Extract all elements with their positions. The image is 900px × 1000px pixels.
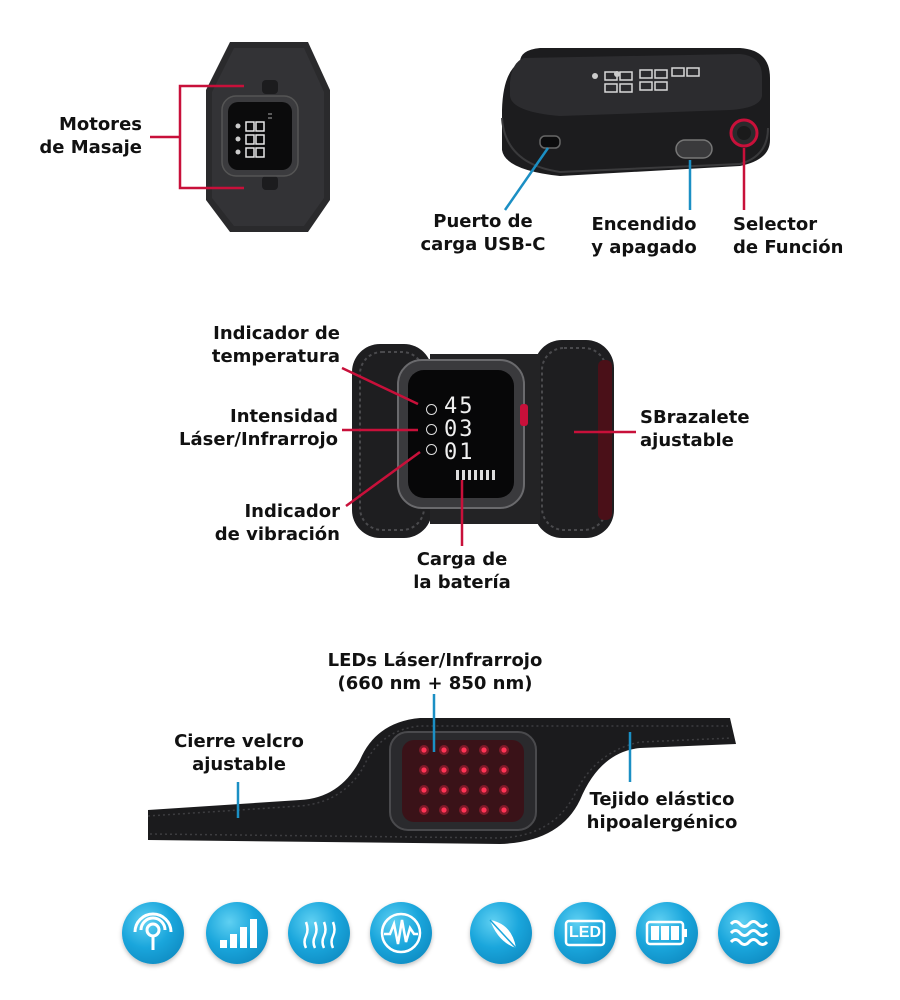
label-encendido: Encendido y apagado (591, 214, 697, 258)
label-motores: Motores de Masaje (39, 114, 142, 158)
led-dot (421, 807, 427, 813)
armband-screen: 45 03 01 (418, 390, 510, 490)
led-dot (421, 787, 427, 793)
led-dot (461, 807, 467, 813)
led-dot (501, 807, 507, 813)
led-icon-text: LED (569, 924, 601, 941)
led-dot (481, 747, 487, 753)
led-dot (421, 767, 427, 773)
led-dot (441, 747, 447, 753)
label-tejido: Tejido elástico hipoalergénico (586, 789, 738, 833)
vibration-icon (426, 444, 437, 455)
device-side-view (501, 48, 770, 176)
water-waves-icon (718, 902, 780, 964)
vibration-value: 01 (444, 440, 475, 465)
massager-device-front (206, 42, 330, 232)
wireless-signal-icon (122, 902, 184, 964)
vibration-wave-icon (370, 902, 432, 964)
led-dot (441, 787, 447, 793)
label-puerto: Puerto de carga USB-C (420, 211, 546, 255)
led-dot (501, 767, 507, 773)
led-dot (501, 747, 507, 753)
armband-device (352, 340, 614, 538)
led-dot (441, 807, 447, 813)
intensity-bars-icon (206, 902, 268, 964)
label-intensidad: Intensidad Láser/Infrarrojo (178, 406, 338, 450)
battery-level-bars (456, 470, 496, 480)
led-dot (461, 747, 467, 753)
label-selector: Selector de Función (733, 214, 844, 258)
led-dot (421, 747, 427, 753)
led-dot (481, 767, 487, 773)
led-strap (147, 718, 736, 844)
label-temperatura: Indicador de temperatura (211, 323, 340, 367)
led-dot (481, 807, 487, 813)
led-dot (481, 787, 487, 793)
temperature-icon (426, 404, 437, 415)
led-dot (461, 787, 467, 793)
battery-icon (636, 902, 698, 964)
label-vibracion: Indicador de vibración (214, 501, 340, 545)
led-dot (441, 767, 447, 773)
led-dot (461, 767, 467, 773)
laser-icon (426, 424, 437, 435)
feather-icon (470, 902, 532, 964)
intensity-value: 03 (444, 417, 475, 442)
heat-arrows-icon (288, 902, 350, 964)
led-dot (501, 787, 507, 793)
temperature-value: 45 (444, 394, 475, 419)
led-dot-grid (419, 745, 509, 815)
label-bateria: Carga de la batería (413, 549, 511, 593)
label-leds: LEDs Láser/Infrarrojo (660 nm + 850 nm) (327, 650, 543, 694)
label-velcro: Cierre velcro ajustable (174, 731, 304, 775)
label-brazalete: SBrazalete ajustable (640, 407, 750, 451)
led-icon: LED (554, 902, 616, 964)
